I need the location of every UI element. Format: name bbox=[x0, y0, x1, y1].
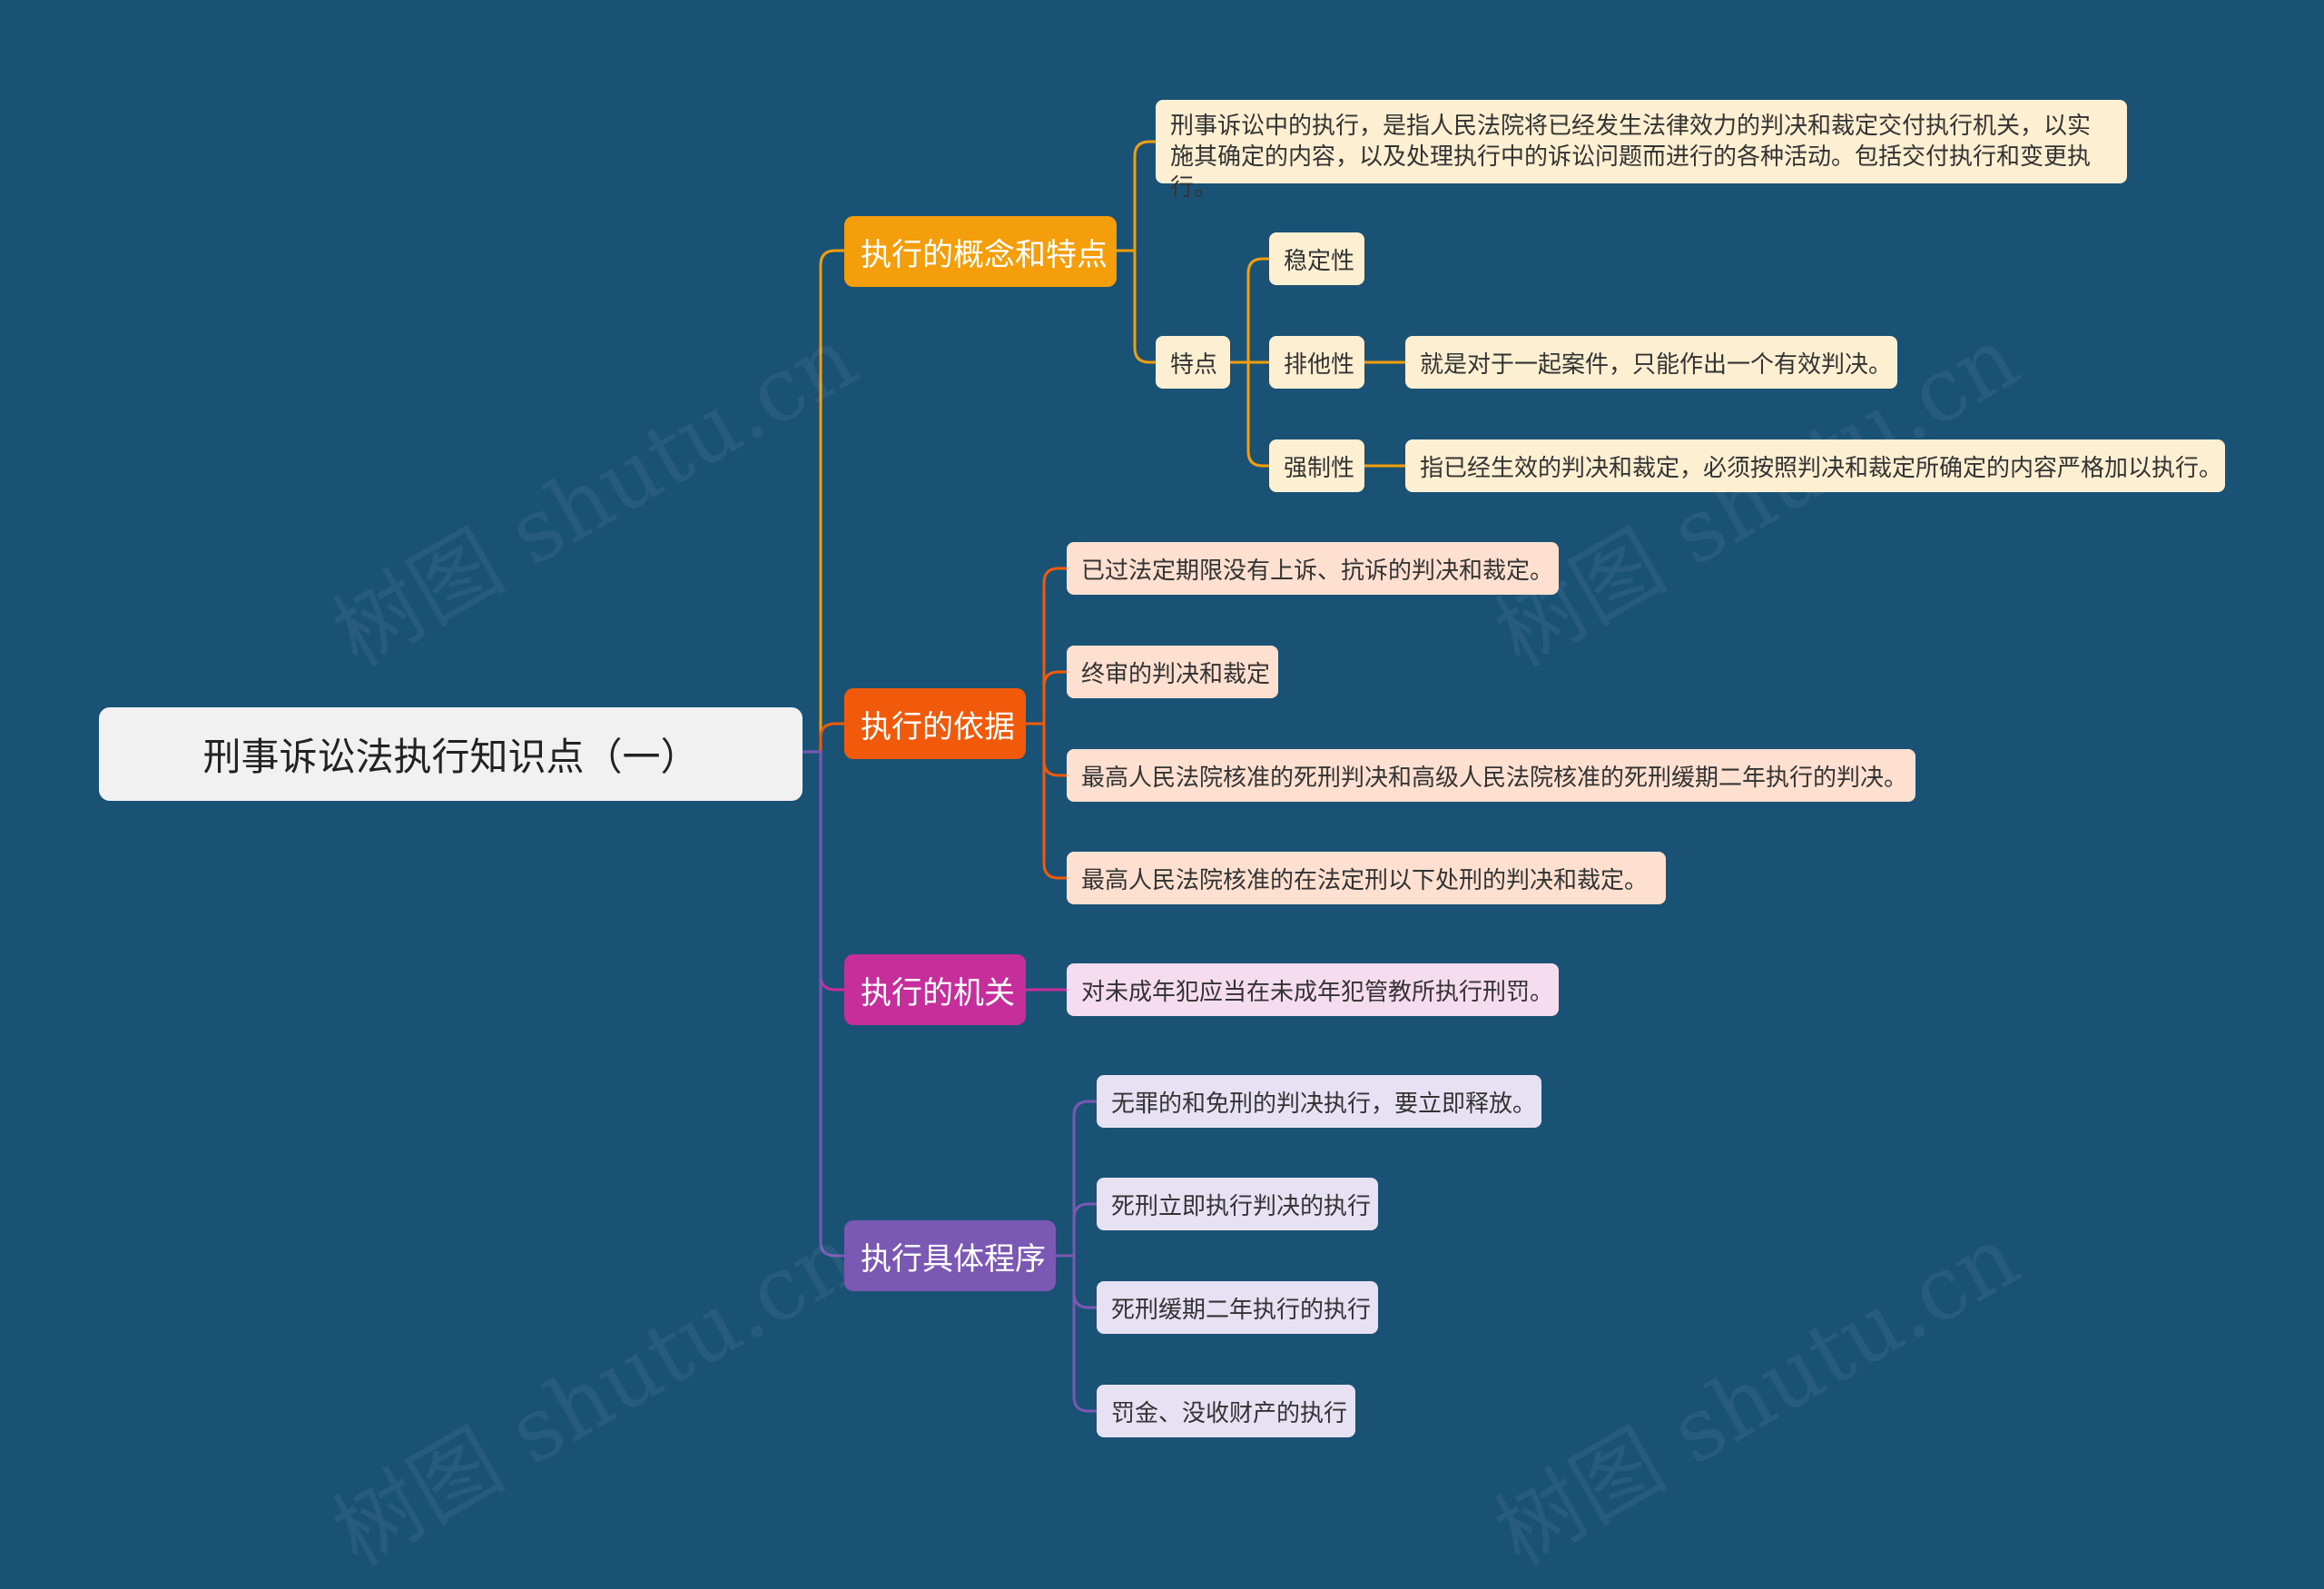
procedure-item-text: 死刑立即执行判决的执行 bbox=[1111, 1192, 1372, 1220]
feature-coerciveness-label: 强制性 bbox=[1284, 454, 1355, 482]
feature-exclusivity-node[interactable]: 排他性 bbox=[1269, 336, 1364, 389]
procedure-item[interactable]: 死刑立即执行判决的执行 bbox=[1097, 1178, 1378, 1230]
basis-item[interactable]: 最高人民法院核准的在法定刑以下处刑的判决和裁定。 bbox=[1067, 852, 1666, 904]
concept-definition-node[interactable]: 刑事诉讼中的执行，是指人民法院将已经发生法律效力的判决和裁定交付执行机关，以实施… bbox=[1156, 100, 2127, 202]
procedure-item-text: 罚金、没收财产的执行 bbox=[1111, 1399, 1348, 1427]
branch-organ[interactable]: 执行的机关 bbox=[844, 954, 1026, 1025]
organ-item-text: 对未成年犯应当在未成年犯管教所执行刑罚。 bbox=[1081, 978, 1554, 1006]
procedure-item[interactable]: 无罪的和免刑的判决执行，要立即释放。 bbox=[1097, 1075, 1541, 1128]
basis-item[interactable]: 终审的判决和裁定 bbox=[1067, 646, 1278, 698]
basis-item[interactable]: 最高人民法院核准的死刑判决和高级人民法院核准的死刑缓期二年执行的判决。 bbox=[1067, 749, 1915, 802]
branch-organ-label: 执行的机关 bbox=[861, 974, 1015, 1012]
procedure-item-text: 死刑缓期二年执行的执行 bbox=[1111, 1296, 1372, 1324]
branch-concept[interactable]: 执行的概念和特点 bbox=[844, 216, 1117, 287]
feature-coerciveness-detail-node[interactable]: 指已经生效的判决和裁定，必须按照判决和裁定所确定的内容严格加以执行。 bbox=[1405, 439, 2225, 492]
features-node[interactable]: 特点 bbox=[1156, 336, 1230, 389]
procedure-item-text: 无罪的和免刑的判决执行，要立即释放。 bbox=[1111, 1090, 1537, 1118]
features-label: 特点 bbox=[1170, 350, 1218, 379]
root-topic[interactable]: 刑事诉讼法执行知识点（一） bbox=[99, 707, 803, 801]
feature-exclusivity-label: 排他性 bbox=[1284, 350, 1355, 379]
branch-concept-label: 执行的概念和特点 bbox=[861, 236, 1108, 273]
branch-basis[interactable]: 执行的依据 bbox=[844, 688, 1026, 759]
basis-item-text: 最高人民法院核准的死刑判决和高级人民法院核准的死刑缓期二年执行的判决。 bbox=[1081, 764, 1908, 792]
feature-coerciveness-detail: 指已经生效的判决和裁定，必须按照判决和裁定所确定的内容严格加以执行。 bbox=[1420, 454, 2223, 482]
branch-basis-label: 执行的依据 bbox=[861, 708, 1015, 745]
feature-coerciveness-node[interactable]: 强制性 bbox=[1269, 439, 1364, 492]
branch-procedure-label: 执行具体程序 bbox=[861, 1240, 1046, 1278]
basis-item[interactable]: 已过法定期限没有上诉、抗诉的判决和裁定。 bbox=[1067, 542, 1559, 595]
procedure-item[interactable]: 罚金、没收财产的执行 bbox=[1097, 1385, 1355, 1437]
feature-stability-label: 稳定性 bbox=[1284, 247, 1355, 275]
organ-item[interactable]: 对未成年犯应当在未成年犯管教所执行刑罚。 bbox=[1067, 963, 1559, 1016]
feature-exclusivity-detail: 就是对于一起案件，只能作出一个有效判决。 bbox=[1420, 350, 1893, 379]
feature-exclusivity-detail-node[interactable]: 就是对于一起案件，只能作出一个有效判决。 bbox=[1405, 336, 1897, 389]
basis-item-text: 已过法定期限没有上诉、抗诉的判决和裁定。 bbox=[1081, 557, 1554, 585]
basis-item-text: 终审的判决和裁定 bbox=[1081, 660, 1271, 688]
root-topic-label: 刑事诉讼法执行知识点（一） bbox=[202, 735, 699, 779]
basis-item-text: 最高人民法院核准的在法定刑以下处刑的判决和裁定。 bbox=[1081, 866, 1649, 894]
feature-stability-node[interactable]: 稳定性 bbox=[1269, 232, 1364, 285]
branch-procedure[interactable]: 执行具体程序 bbox=[844, 1220, 1056, 1291]
concept-definition-text: 刑事诉讼中的执行，是指人民法院将已经发生法律效力的判决和裁定交付执行机关，以实施… bbox=[1170, 113, 2092, 202]
connector-lines bbox=[801, 140, 1407, 1413]
procedure-item[interactable]: 死刑缓期二年执行的执行 bbox=[1097, 1281, 1378, 1334]
